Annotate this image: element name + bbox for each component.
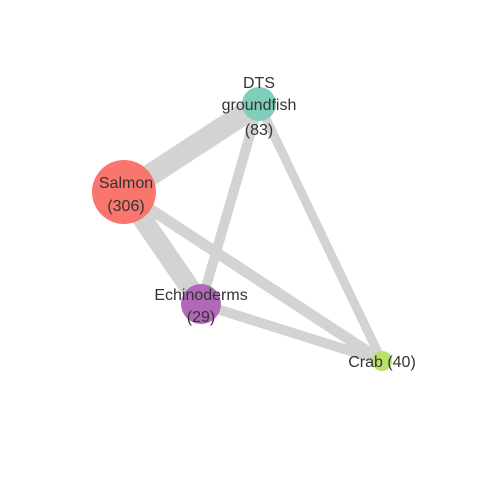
node-crab — [372, 351, 392, 371]
label-salmon-line2: (306) — [107, 198, 144, 215]
edge-salmon-crab — [120, 187, 386, 366]
label-dts-line1: DTS — [243, 75, 275, 92]
labels: DTS groundfish (83) Salmon (306) Echinod… — [99, 75, 416, 371]
label-salmon-line1: Salmon — [99, 175, 153, 192]
node-salmon — [92, 160, 156, 224]
edge-dts-echinoderms — [196, 102, 264, 306]
label-echinoderms-line1: Echinoderms — [154, 287, 247, 304]
label-dts-line3: (83) — [245, 122, 273, 139]
label-crab: Crab (40) — [348, 354, 416, 371]
edge-dts-crab — [254, 102, 387, 363]
node-dts-groundfish — [242, 87, 276, 121]
edge-echinoderms-crab — [199, 299, 384, 366]
node-echinoderms — [181, 284, 221, 324]
nodes — [92, 87, 392, 371]
label-echinoderms-line2: (29) — [187, 309, 215, 326]
label-dts-line2: groundfish — [222, 97, 297, 114]
edges — [115, 94, 387, 366]
